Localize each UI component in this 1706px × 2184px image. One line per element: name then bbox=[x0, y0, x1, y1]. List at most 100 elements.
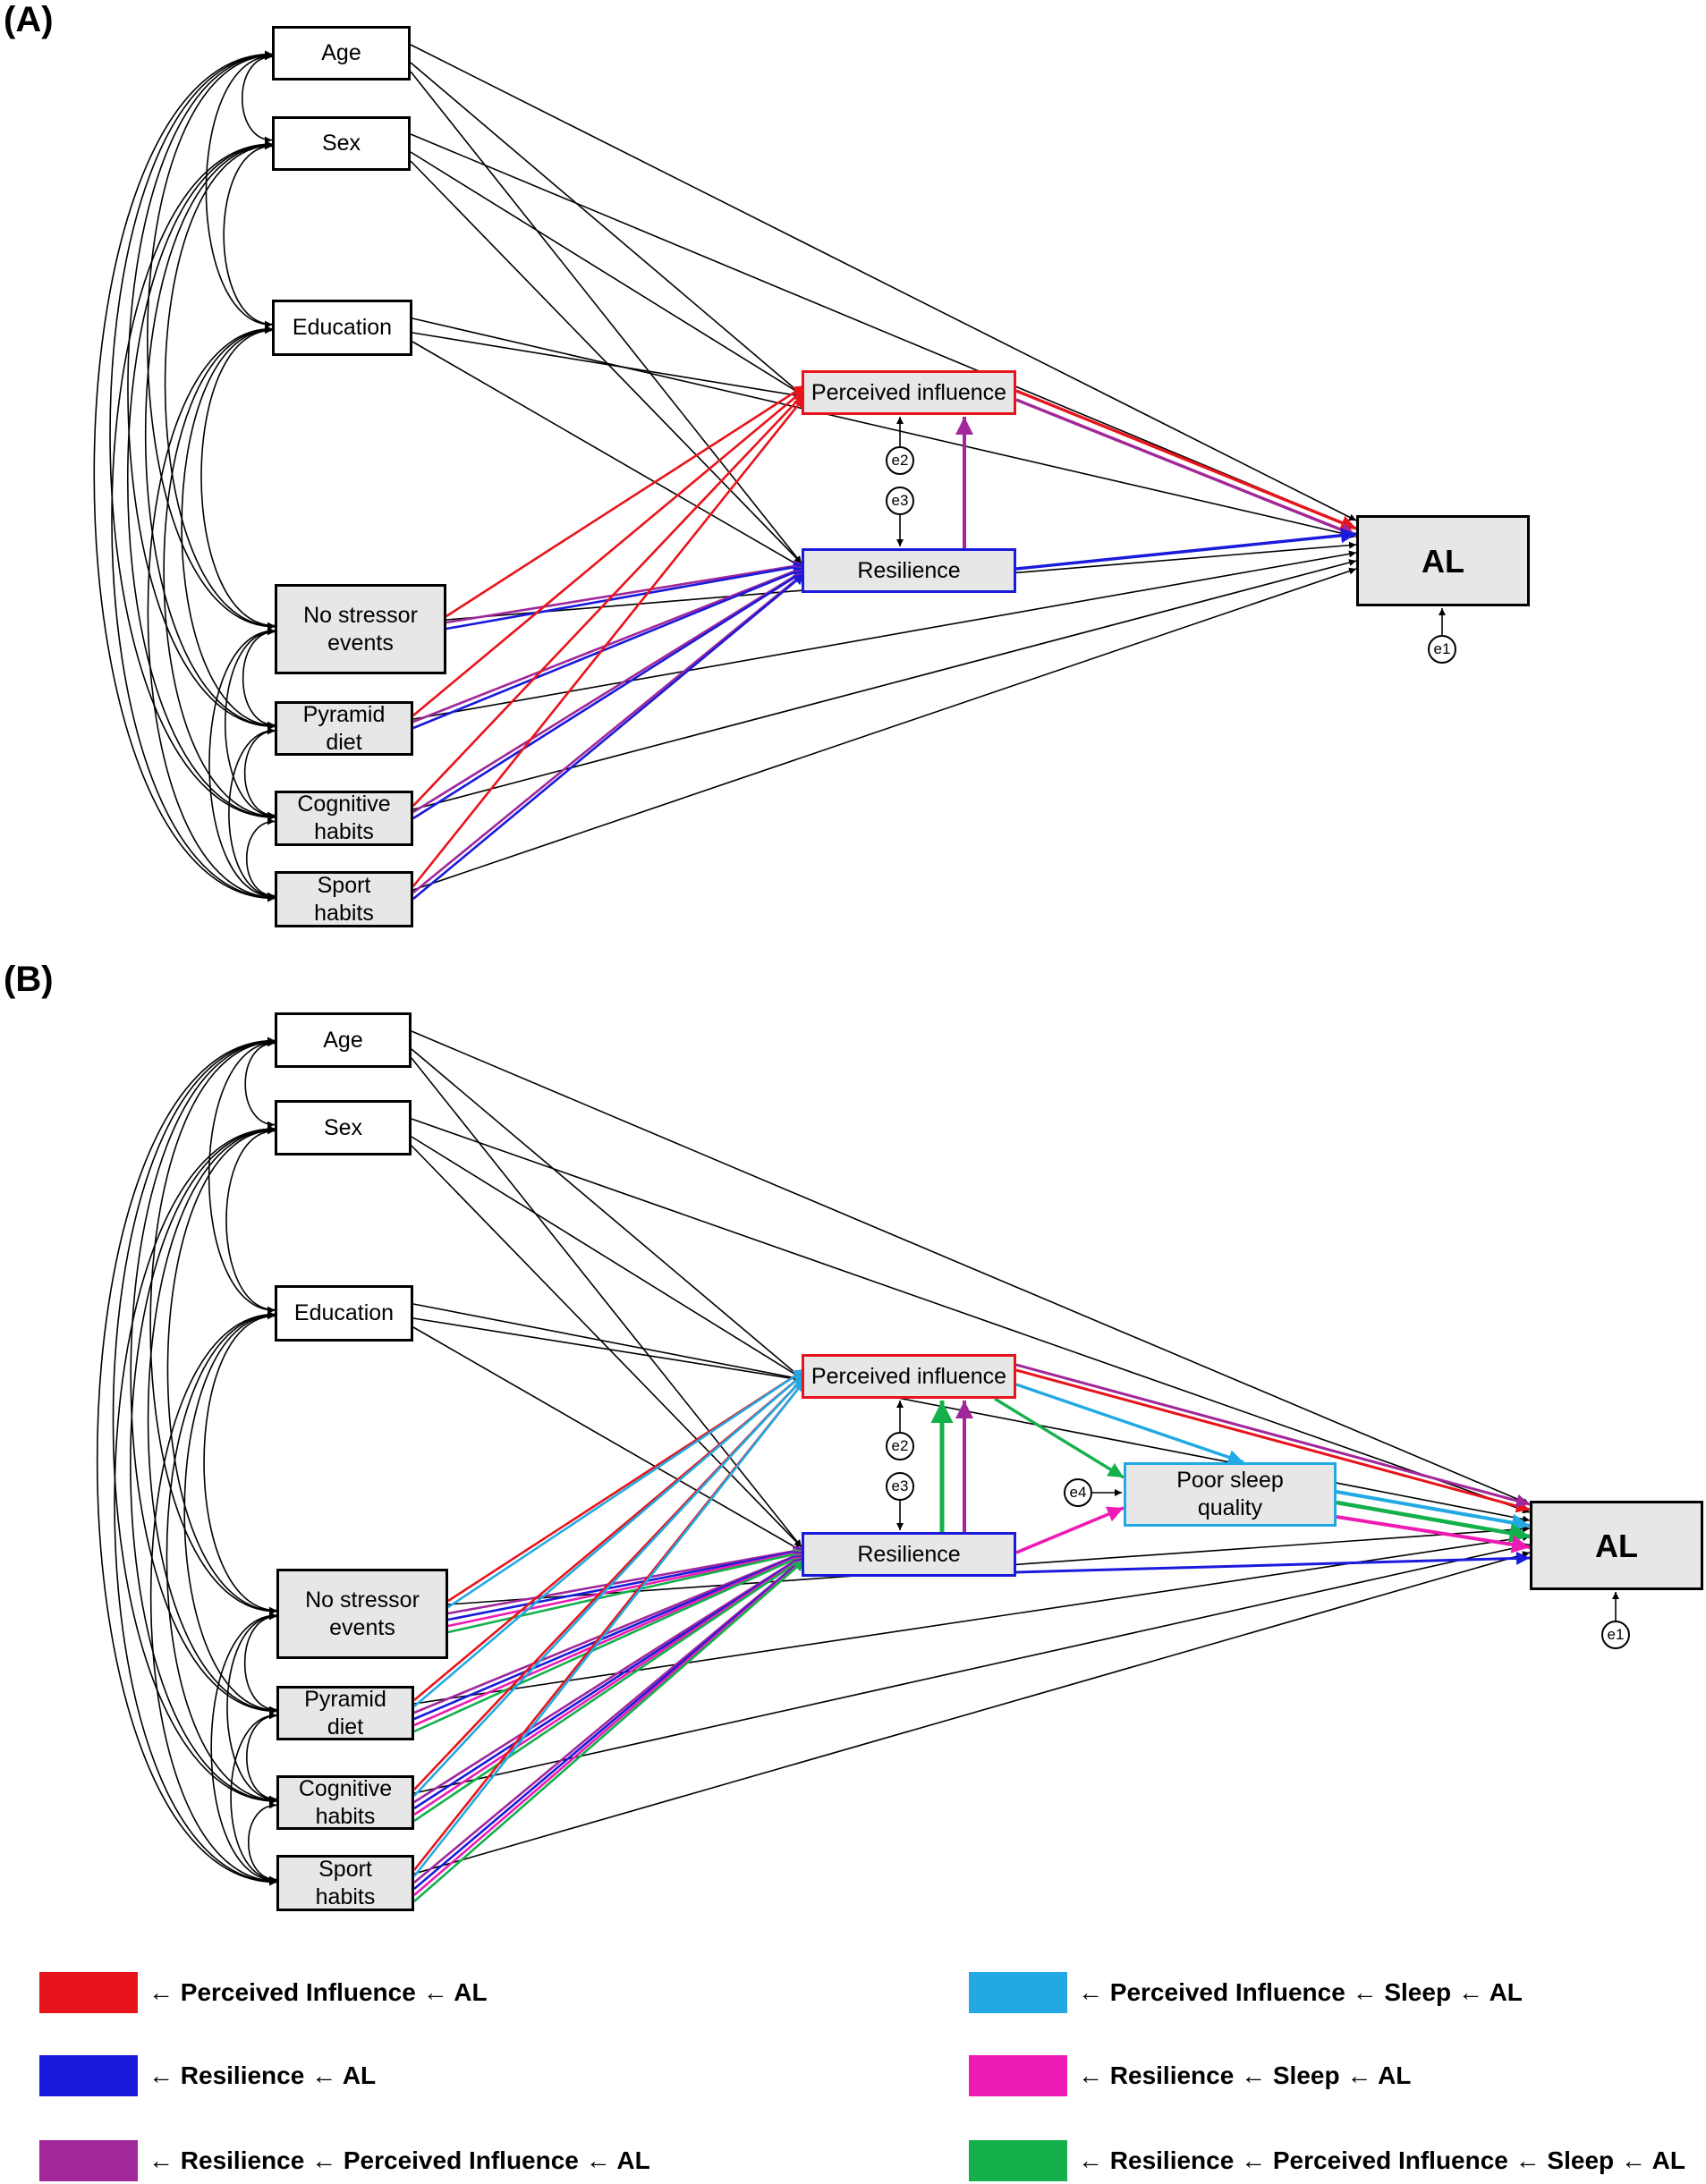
legend-swatch bbox=[39, 2055, 138, 2096]
panel-a-node-sport-habits: Sport habits bbox=[275, 871, 413, 927]
mediator-to-al-magenta bbox=[1336, 1515, 1531, 1553]
covariance-arc bbox=[242, 628, 276, 729]
mediation-path-blue bbox=[412, 569, 806, 820]
direct-path-to-al bbox=[412, 567, 1357, 891]
panel-a-node-age: Age bbox=[272, 26, 411, 80]
panel-a-node-stressor-events: No stressor events bbox=[275, 584, 446, 674]
path-to-perceived-influence bbox=[412, 332, 802, 399]
panel-b-node-education: Education bbox=[275, 1285, 413, 1342]
path-to-resilience bbox=[411, 1057, 802, 1548]
panel-b-node-sex: Sex bbox=[275, 1100, 412, 1155]
direct-path-to-al bbox=[413, 1542, 1531, 1794]
mediator-to-al-blue bbox=[1015, 1551, 1531, 1574]
panel-a-node-cognitive-habits: Cognitive habits bbox=[275, 791, 413, 846]
mediator-to-al-cyan bbox=[1336, 1490, 1531, 1532]
mediation-path-purple bbox=[412, 568, 806, 814]
panel-a-label: (A) bbox=[4, 0, 54, 39]
covariance-arc bbox=[163, 326, 276, 820]
mediator-to-al-red bbox=[1015, 389, 1357, 530]
mediation-path-blue bbox=[412, 566, 806, 730]
panel-a-error-e2: e2 bbox=[886, 446, 914, 475]
panel-b-node-cognitive-habits: Cognitive habits bbox=[276, 1775, 414, 1830]
legend-item-pi-sleep-al: ← Perceived Influence ← Sleep ← AL bbox=[969, 1972, 1523, 2013]
path-to-perceived-influence bbox=[412, 1317, 802, 1383]
mediation-path-green bbox=[413, 1553, 806, 1733]
legend-text: ← Perceived Influence ← Sleep ← AL bbox=[1078, 1978, 1523, 2006]
covariance-arc bbox=[112, 1037, 277, 1805]
mediation-path-magenta bbox=[413, 1554, 806, 1816]
mediation-path-cyan bbox=[447, 1367, 806, 1609]
legend-item-resilience-pi-al: ← Resilience ← Perceived Influence ← AL bbox=[39, 2140, 650, 2181]
covariance-arc bbox=[230, 1711, 277, 1884]
covariance-arc bbox=[149, 1038, 277, 1615]
mediation-path-blue bbox=[412, 572, 806, 900]
panel-a-node-education: Education bbox=[272, 300, 412, 356]
covariance-arc bbox=[205, 52, 273, 329]
mediation-path-red bbox=[412, 392, 806, 807]
path-to-perceived-influence bbox=[410, 62, 802, 395]
mediator-to-al-purple bbox=[1015, 1363, 1531, 1508]
path-to-resilience bbox=[412, 1326, 802, 1552]
covariance-arc bbox=[225, 627, 276, 820]
panel-a-error-e1: e1 bbox=[1428, 635, 1456, 664]
mediation-path-purple bbox=[412, 565, 806, 724]
panel-a-node-resilience: Resilience bbox=[802, 548, 1016, 593]
legend-text: ← Perceived Influence ← AL bbox=[149, 1978, 488, 2006]
mediator-to-al-magenta bbox=[1015, 1506, 1125, 1554]
mediation-path-cyan bbox=[413, 1376, 806, 1797]
mediation-path-red bbox=[412, 395, 807, 887]
mediation-path-green bbox=[413, 1555, 806, 1823]
panel-b-error-e2: e2 bbox=[886, 1432, 914, 1460]
covariance-arc bbox=[166, 1311, 277, 1804]
covariance-arc bbox=[147, 1126, 277, 1714]
mediation-path-purple bbox=[446, 560, 806, 624]
mediator-to-al-purple bbox=[1015, 398, 1357, 538]
direct-path-to-al bbox=[410, 133, 1357, 529]
mediation-path-blue bbox=[413, 1551, 806, 1721]
covariance-arc bbox=[243, 727, 276, 819]
mediation-path-cyan bbox=[413, 1372, 806, 1707]
covariance-arc bbox=[246, 817, 276, 900]
covariance-arc bbox=[164, 141, 276, 631]
mediator-to-al-blue bbox=[1015, 528, 1357, 571]
legend-item-perceived-influence-al: ← Perceived Influence ← AL bbox=[39, 1972, 488, 2013]
legend-swatch bbox=[39, 2140, 138, 2181]
panel-b-error-e4: e4 bbox=[1064, 1478, 1092, 1507]
legend-text: ← Resilience ← AL bbox=[149, 2061, 377, 2089]
path-to-perceived-influence bbox=[411, 1136, 802, 1379]
mediation-path-blue bbox=[446, 561, 806, 631]
covariance-arc bbox=[149, 1310, 277, 1885]
panel-b-error-e1: e1 bbox=[1601, 1621, 1630, 1649]
direct-path-to-al bbox=[412, 317, 1357, 539]
covariance-arc bbox=[244, 1613, 277, 1714]
legend-swatch bbox=[969, 2140, 1067, 2181]
mediation-path-cyan bbox=[412, 1379, 807, 1877]
covariance-arc bbox=[208, 1038, 276, 1315]
mediation-path-blue bbox=[413, 1557, 806, 1890]
covariance-arc bbox=[93, 50, 276, 902]
covariance-arc bbox=[244, 1039, 276, 1129]
covariance-arc bbox=[130, 1037, 277, 1715]
panel-b-error-e3: e3 bbox=[886, 1472, 914, 1501]
legend-item-resilience-pi-sleep-al: ← Resilience ← Perceived Influence ← Sle… bbox=[969, 2140, 1685, 2181]
legend-text: ← Resilience ← Perceived Influence ← Sle… bbox=[1078, 2146, 1685, 2174]
panel-b-node-poor-sleep-quality: Poor sleep quality bbox=[1124, 1462, 1337, 1527]
direct-path-to-al bbox=[411, 1118, 1531, 1514]
panel-a-node-sex: Sex bbox=[272, 116, 411, 171]
covariance-arc bbox=[130, 1125, 277, 1805]
path-to-resilience bbox=[410, 160, 802, 564]
covariance-arc bbox=[200, 326, 276, 630]
direct-path-to-al bbox=[410, 44, 1357, 521]
covariance-arc bbox=[181, 326, 276, 730]
legend-text: ← Resilience ← Perceived Influence ← AL bbox=[149, 2146, 650, 2174]
mediation-path-blue bbox=[447, 1546, 806, 1621]
panel-b-edges bbox=[97, 1030, 1619, 1902]
direct-path-to-al bbox=[413, 1551, 1531, 1875]
legend-item-resilience-al: ← Resilience ← AL bbox=[39, 2055, 376, 2096]
panel-b-node-sport-habits: Sport habits bbox=[276, 1855, 414, 1911]
covariance-arc bbox=[248, 1801, 277, 1883]
covariance-arc bbox=[228, 726, 276, 901]
path-to-resilience bbox=[412, 341, 802, 568]
direct-path-to-al bbox=[411, 1030, 1531, 1505]
covariance-arc bbox=[226, 1612, 277, 1804]
